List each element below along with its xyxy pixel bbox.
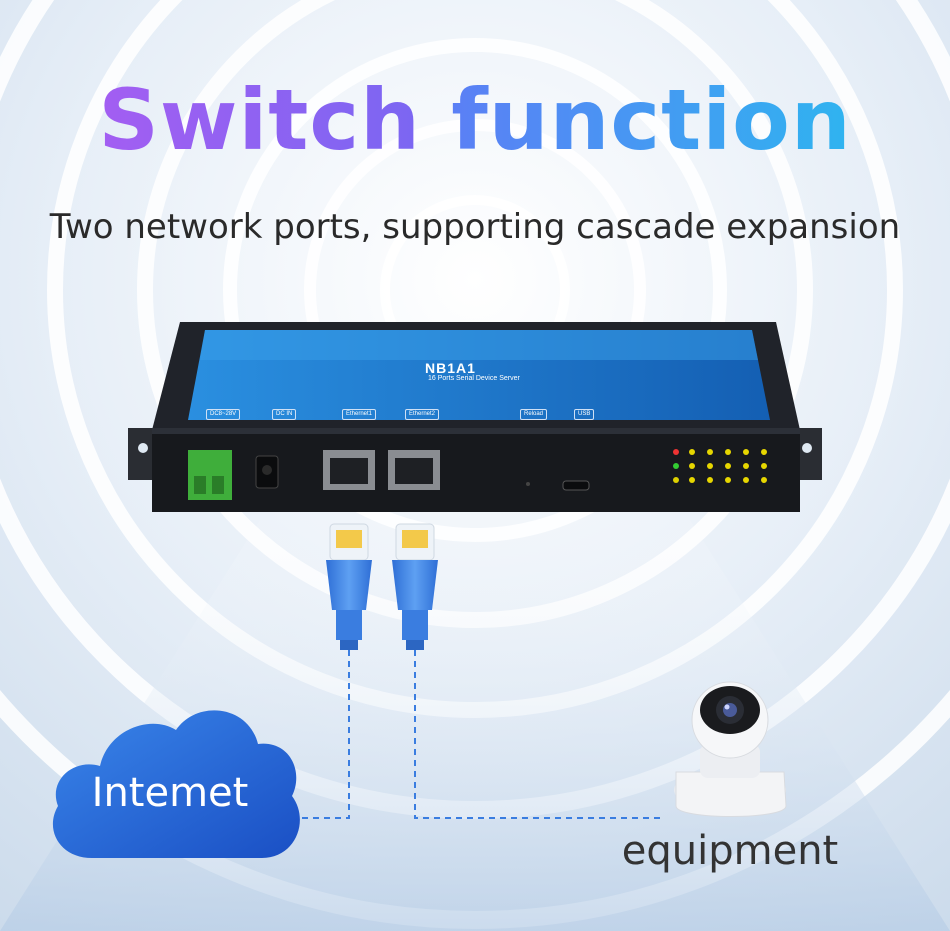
title-part1: Switch (98, 71, 421, 169)
subtitle: Two network ports, supporting cascade ex… (49, 207, 901, 247)
page-title: Switch function (0, 78, 950, 162)
label-power: DC8~28V (206, 409, 241, 420)
device-body (128, 322, 822, 512)
label-usb: USB (574, 409, 595, 420)
internet-cloud (52, 710, 300, 858)
label-ethernet1: Ethernet1 (342, 409, 377, 420)
title-part2: function (451, 71, 852, 169)
cable-left (326, 523, 372, 650)
cloud-label: Intemet (91, 770, 249, 816)
label-reload: Reload (520, 409, 548, 420)
label-dc-in: DC IN (272, 409, 297, 420)
camera-icon (674, 681, 787, 817)
label-ethernet2: Ethernet2 (405, 409, 440, 420)
device-description: 16 Ports Serial Device Server (428, 375, 520, 382)
device-model: NB1A1 (425, 360, 476, 376)
camera-label: equipment (621, 828, 839, 874)
cable-right (392, 523, 438, 650)
